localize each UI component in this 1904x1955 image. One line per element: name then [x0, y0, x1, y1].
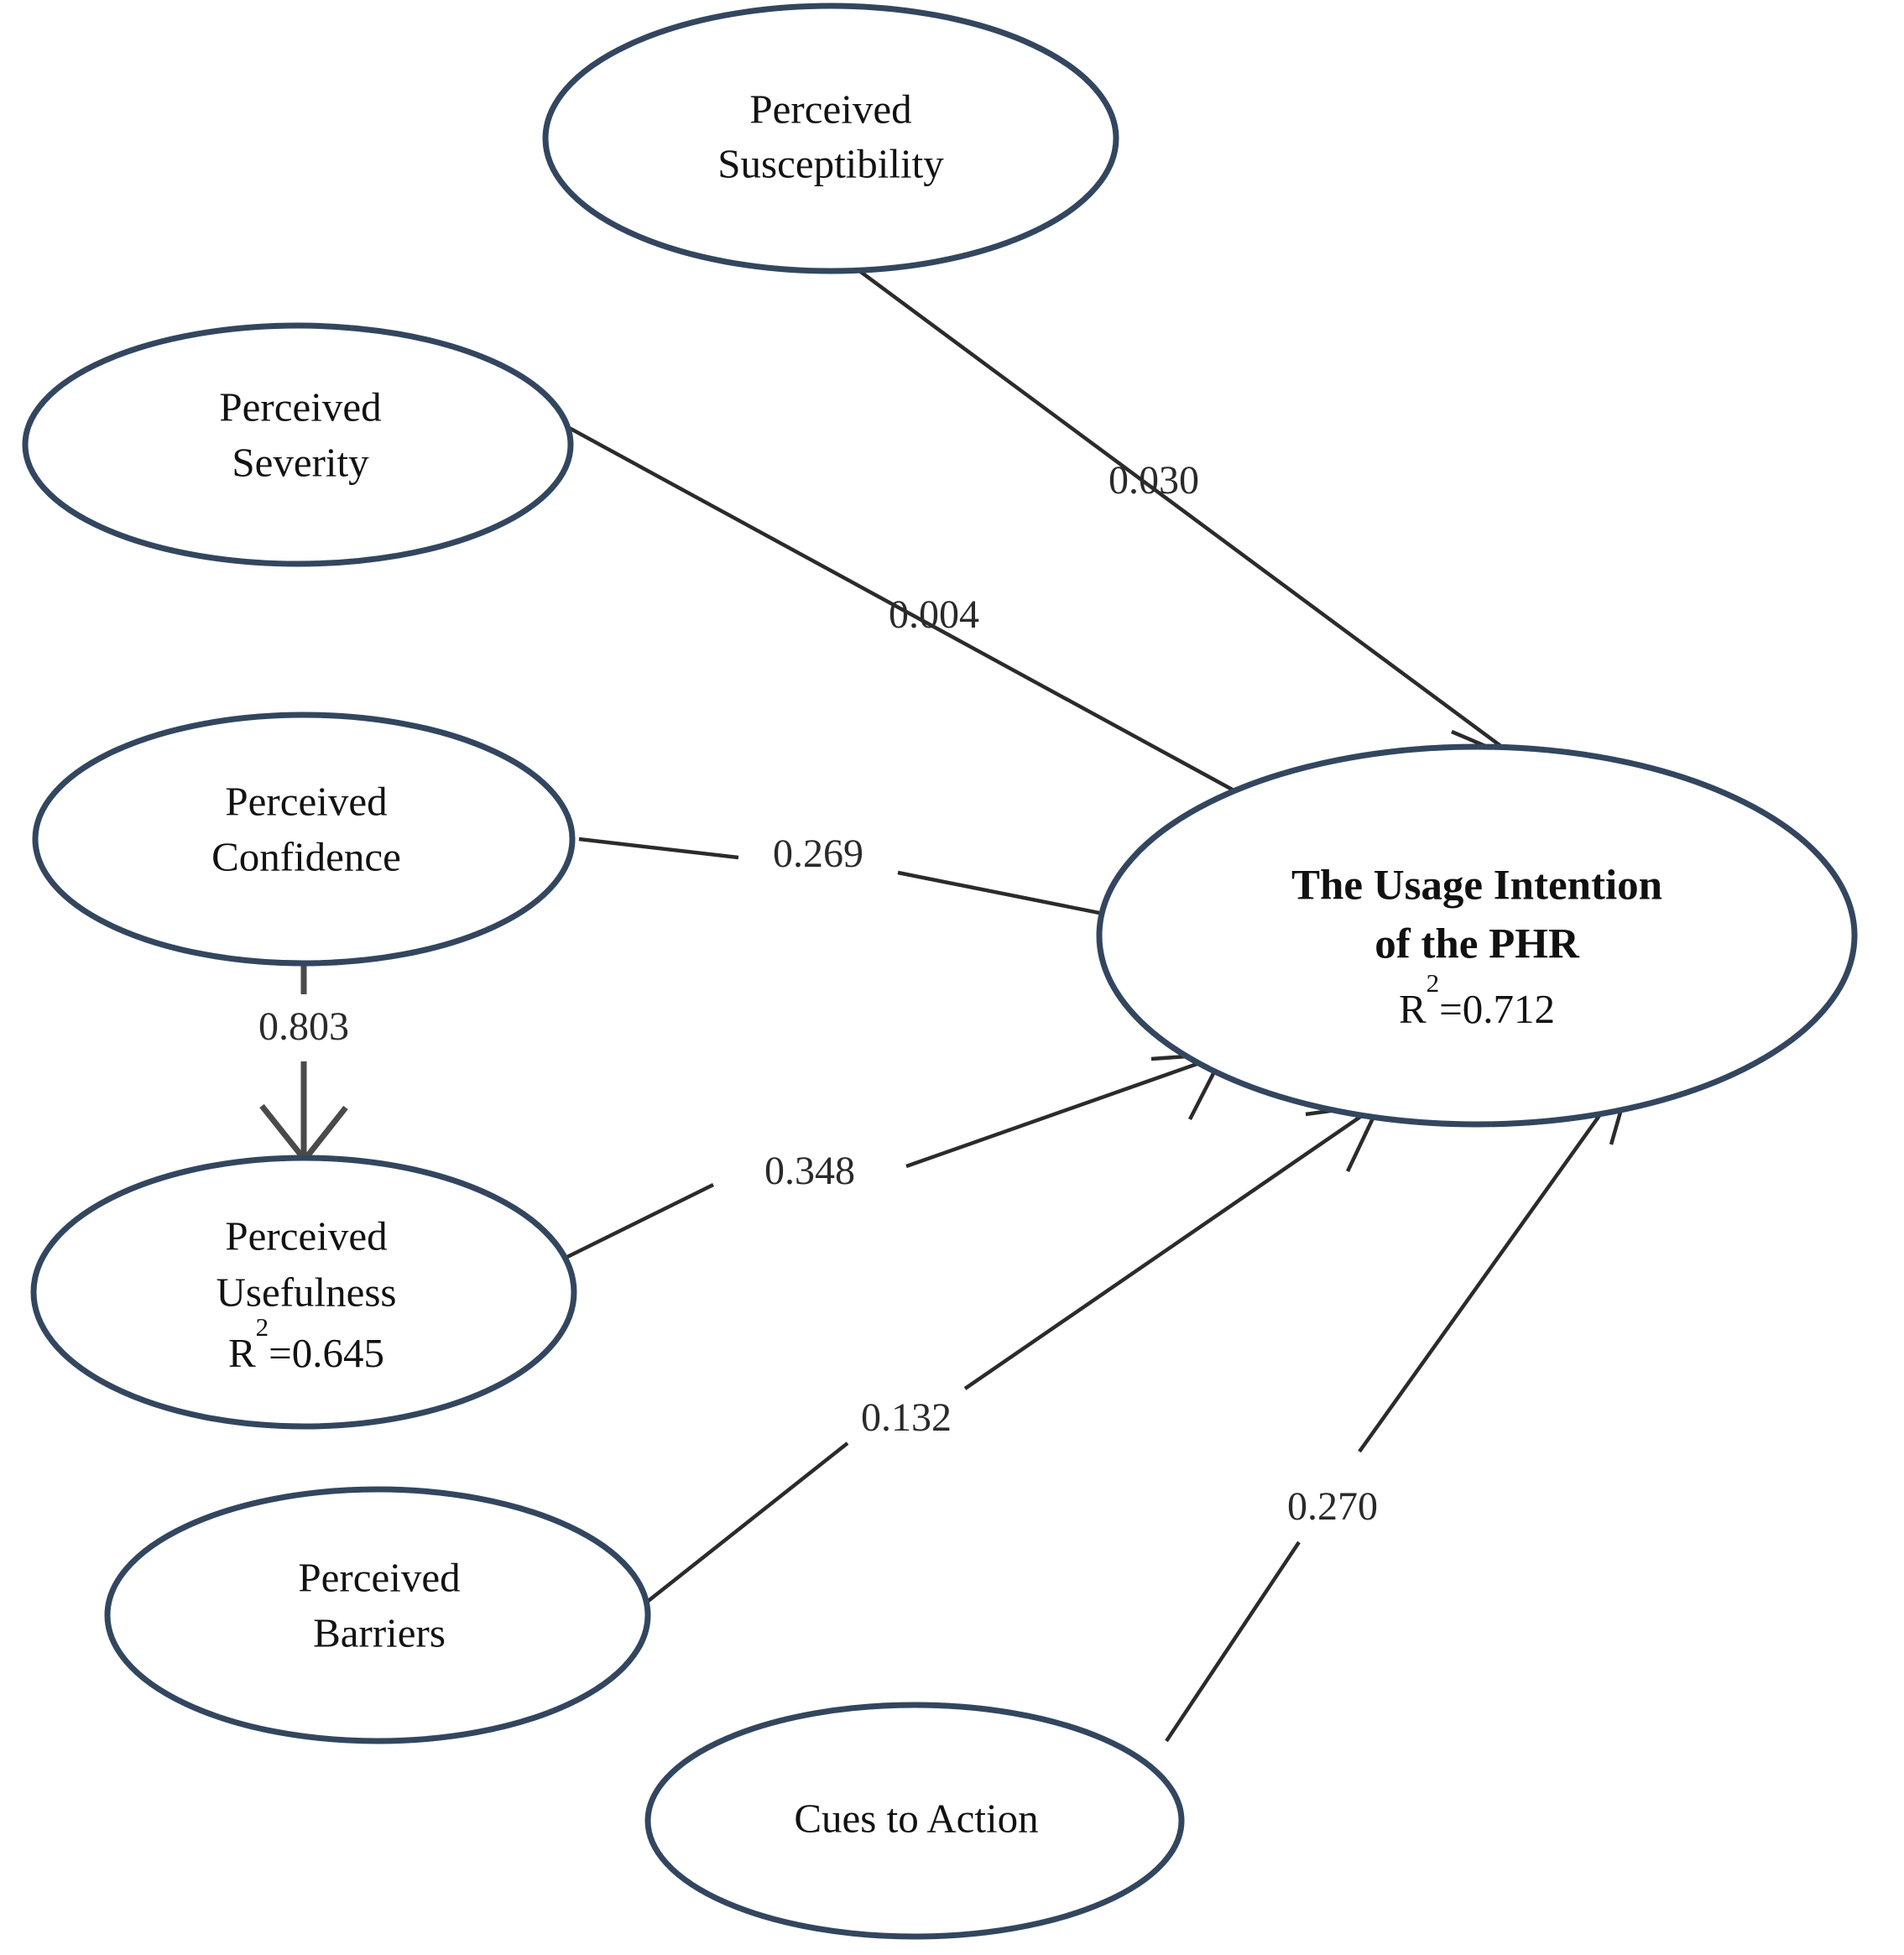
- node-label-perceived-severity-line1: Perceived: [219, 383, 381, 430]
- edge-line-barriers-stub: [644, 1441, 849, 1604]
- edge-line-severity: [552, 418, 1294, 824]
- edge-line-barriers-main: [963, 1104, 1378, 1390]
- r2-value-usefulness: =0.645: [269, 1330, 384, 1376]
- edge-susceptibility-to-intention: [837, 254, 1525, 803]
- edge-line-confidence-stub: [578, 837, 739, 860]
- edge-coefficient-cues: 0.270: [1287, 1484, 1378, 1529]
- edge-coefficient-severity: 0.004: [889, 592, 979, 637]
- node-perceived-susceptibility[interactable]: Perceived Susceptibility: [542, 3, 1119, 274]
- node-ellipse-perceived-susceptibility[interactable]: [542, 3, 1119, 274]
- node-label-usage-intention-line2: of the PHR: [1375, 921, 1580, 968]
- edge-coefficient-usefulness: 0.348: [764, 1149, 855, 1193]
- node-perceived-barriers[interactable]: Perceived Barriers: [104, 1486, 651, 1744]
- edge-barriers-to-intention: [644, 1102, 1383, 1604]
- edge-coefficient-barriers: 0.132: [861, 1395, 952, 1440]
- r2-exponent-intention: 2: [1427, 968, 1440, 998]
- node-perceived-usefulness[interactable]: Perceived Usefulness R2=0.645: [30, 1155, 577, 1430]
- node-label-perceived-confidence-line1: Perceived: [225, 778, 387, 824]
- edge-coefficient-confidence: 0.269: [773, 832, 863, 876]
- node-label-cues-to-action: Cues to Action: [794, 1795, 1038, 1841]
- node-label-perceived-susceptibility-line2: Susceptibility: [717, 140, 944, 186]
- node-ellipse-usage-intention-phr[interactable]: [1096, 743, 1858, 1128]
- node-label-perceived-usefulness-line2: Usefulness: [216, 1269, 396, 1315]
- edge-cues-to-intention: [1165, 1071, 1635, 1743]
- node-r2-usage-intention: R2=0.712: [1399, 968, 1555, 1033]
- node-label-perceived-barriers-line2: Barriers: [313, 1609, 446, 1655]
- r2-letter-intention: R: [1399, 986, 1427, 1032]
- edge-line-cues-stub: [1165, 1541, 1301, 1743]
- node-r2-perceived-usefulness: R2=0.645: [228, 1312, 384, 1377]
- r2-exponent-usefulness: 2: [256, 1312, 269, 1342]
- node-ellipse-perceived-barriers[interactable]: [104, 1486, 651, 1744]
- node-label-perceived-confidence-line2: Confidence: [211, 833, 401, 879]
- node-perceived-severity[interactable]: Perceived Severity: [22, 322, 574, 567]
- node-label-perceived-barriers-line1: Perceived: [298, 1554, 460, 1600]
- edge-line-susceptibility: [837, 254, 1521, 761]
- edge-coefficient-susceptibility: 0.030: [1108, 458, 1199, 503]
- node-label-perceived-susceptibility-line1: Perceived: [749, 86, 911, 132]
- r2-letter-usefulness: R: [228, 1330, 256, 1376]
- edge-coefficient-confidence-usefulness: 0.803: [258, 1004, 349, 1049]
- node-label-perceived-severity-line2: Severity: [232, 439, 369, 485]
- node-label-perceived-usefulness-line1: Perceived: [225, 1212, 387, 1259]
- node-label-usage-intention-line1: The Usage Intention: [1291, 863, 1662, 910]
- edge-line-usefulness-main: [905, 1053, 1222, 1169]
- edge-line-usefulness-stub: [563, 1182, 714, 1261]
- node-ellipse-perceived-usefulness[interactable]: [30, 1155, 577, 1430]
- node-ellipse-cues-to-action[interactable]: [644, 1702, 1185, 1940]
- node-usage-intention-phr[interactable]: The Usage Intention of the PHR R2=0.712: [1096, 743, 1858, 1128]
- node-ellipse-perceived-severity[interactable]: [22, 322, 574, 567]
- node-cues-to-action[interactable]: Cues to Action: [644, 1702, 1185, 1940]
- edge-line-cues-main: [1358, 1074, 1630, 1453]
- node-ellipse-perceived-confidence[interactable]: [32, 712, 576, 967]
- node-perceived-confidence[interactable]: Perceived Confidence: [32, 712, 576, 967]
- edge-usefulness-to-intention: [563, 1051, 1227, 1261]
- r2-value-intention: =0.712: [1439, 986, 1555, 1032]
